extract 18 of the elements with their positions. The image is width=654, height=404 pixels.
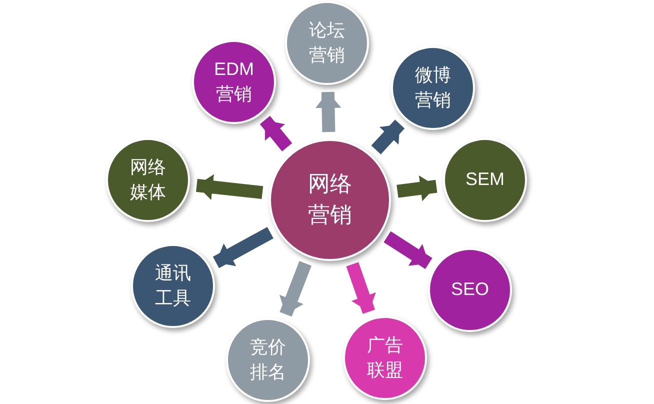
block-arrow <box>196 174 264 200</box>
circle-node: 通讯工具 <box>131 244 215 328</box>
block-arrow <box>279 261 312 317</box>
block-arrow <box>384 231 432 269</box>
block-arrow <box>260 116 292 152</box>
circle-node: 网络营销 <box>269 139 391 261</box>
circle-node: 微博营销 <box>391 46 475 130</box>
block-arrow <box>212 226 274 268</box>
circle-node: 网络媒体 <box>106 138 190 222</box>
block-arrow <box>371 120 405 154</box>
circle-node: 竞价排名 <box>226 318 310 402</box>
circle-node: 广告联盟 <box>343 316 427 400</box>
block-arrow <box>315 92 342 132</box>
circle-node: SEO <box>428 248 512 332</box>
circle-node: SEM <box>443 138 527 222</box>
block-arrow <box>396 175 438 202</box>
circle-node: EDM营销 <box>192 40 276 124</box>
circle-node: 论坛营销 <box>285 1 369 85</box>
